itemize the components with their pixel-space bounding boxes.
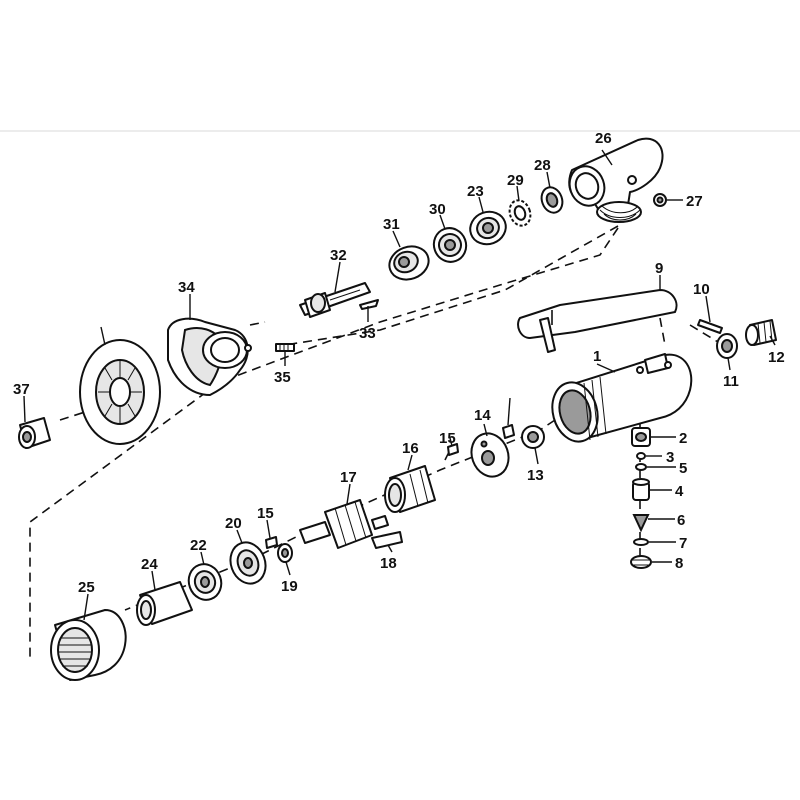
part-lever-9 <box>517 289 678 353</box>
callout-34: 37 <box>13 381 30 398</box>
part-plate-20 <box>229 541 267 585</box>
part-screw-33 <box>275 343 295 352</box>
part-body-1 <box>551 353 693 443</box>
dash-9-body <box>659 317 666 346</box>
part-valve-2 <box>631 427 651 447</box>
dash-15-16 <box>444 449 451 461</box>
part-spindle-30 <box>299 282 371 318</box>
part-plate-14 <box>470 432 510 478</box>
part-nut-34 <box>18 417 51 449</box>
callout-28: 30 <box>429 201 446 218</box>
part-ring-19 <box>277 543 293 563</box>
callout-2: 2 <box>679 430 687 447</box>
part-washer-11 <box>716 333 738 359</box>
part-bearing-26 <box>540 186 564 214</box>
callout-17: 17 <box>340 469 357 486</box>
dash-left-return <box>29 227 619 660</box>
part-pin-15-lower <box>265 536 278 549</box>
part-inlet-12 <box>745 319 777 346</box>
callout-24: 26 <box>595 130 612 147</box>
callout-10: 10 <box>693 281 710 298</box>
part-bearing-21-upper <box>469 210 507 246</box>
dash-10-11 <box>689 324 719 343</box>
part-sleeve-22 <box>136 581 193 626</box>
callout-8: 8 <box>675 555 683 572</box>
callout-30: 32 <box>330 247 347 264</box>
part-cap-8 <box>630 555 652 569</box>
part-pin-10 <box>697 319 723 334</box>
callout-25: 27 <box>686 193 703 210</box>
part-cap-23 <box>50 609 127 681</box>
callout-18: 18 <box>380 555 397 572</box>
leader-lines <box>23 149 776 621</box>
callout-9: 9 <box>655 260 663 277</box>
callout-3: 3 <box>666 449 674 466</box>
callout-20: 20 <box>225 515 242 532</box>
callout-labels: 26 27 28 29 23 30 31 32 33 34 35 37 9 10… <box>13 130 785 596</box>
part-bearing-28 <box>432 227 468 263</box>
part-rotor-17 <box>299 499 389 549</box>
part-screw-25 <box>653 193 667 207</box>
callout-13: 13 <box>527 467 544 484</box>
part-pin-15-upper <box>447 443 459 456</box>
part-vane-18 <box>371 531 403 549</box>
callout-11: 11 <box>723 373 739 390</box>
callout-5: 5 <box>679 460 687 477</box>
callout-22: 24 <box>141 556 158 573</box>
callout-16: 16 <box>402 440 419 457</box>
part-guard-32 <box>167 317 252 396</box>
part-valve-4 <box>632 478 650 501</box>
callout-15-upper: 15 <box>439 430 456 447</box>
callout-7: 7 <box>679 535 687 552</box>
dash-upper-axis <box>284 225 619 346</box>
part-pin-37 <box>502 424 515 439</box>
part-wheel-35 <box>79 339 161 445</box>
callout-21-upper: 23 <box>467 183 484 200</box>
part-valve-6 <box>632 514 650 533</box>
part-bearing-13 <box>521 425 545 449</box>
callout-14: 14 <box>474 407 491 424</box>
part-oring-5 <box>635 463 647 471</box>
part-angle-head-24 <box>568 137 664 223</box>
callout-26: 28 <box>534 157 551 174</box>
part-gear-27 <box>508 199 532 227</box>
callout-31: 33 <box>359 325 376 342</box>
dash-32-30 <box>249 321 266 326</box>
part-cylinder-16 <box>384 465 436 513</box>
callout-23: 25 <box>78 579 95 596</box>
callout-1: 1 <box>593 348 601 365</box>
callout-27: 29 <box>507 172 524 189</box>
part-oring-7 <box>633 538 649 546</box>
callout-15-lower: 15 <box>257 505 274 522</box>
dash-34-35 <box>59 411 86 421</box>
callout-29: 31 <box>383 216 400 233</box>
part-gear-29 <box>388 245 430 281</box>
callout-4: 4 <box>675 483 684 500</box>
part-oring-3 <box>636 452 646 460</box>
part-key-31 <box>359 299 379 310</box>
callout-32: 34 <box>178 279 195 296</box>
callout-33: 35 <box>274 369 291 386</box>
callout-12: 12 <box>768 349 785 366</box>
assembly-lines <box>29 225 719 660</box>
part-bearing-21-lower <box>187 563 223 601</box>
callout-19: 19 <box>281 578 298 595</box>
callout-6: 6 <box>677 512 685 529</box>
callout-21-lower: 22 <box>190 537 207 554</box>
